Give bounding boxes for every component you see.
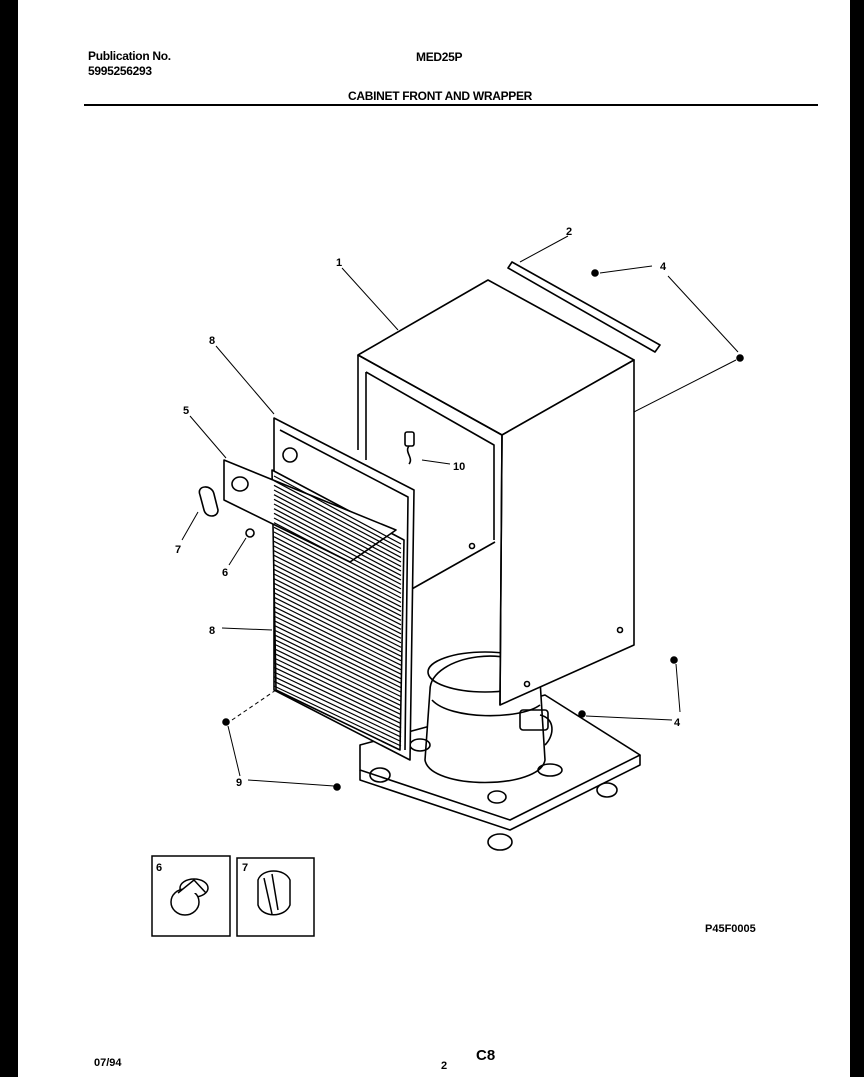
callout-10: 10 <box>453 461 465 473</box>
grille-slat <box>273 489 402 558</box>
grille-slat <box>273 601 402 666</box>
grille-slat <box>273 671 402 734</box>
grille-slat <box>273 638 402 702</box>
publication-label: Publication No. <box>88 49 171 63</box>
grille-slat <box>273 568 402 635</box>
grille-slat <box>273 554 402 621</box>
grille-slat <box>273 498 402 567</box>
grille-slat <box>273 545 402 612</box>
inset-part-6: 6 <box>151 855 231 937</box>
grille-slat <box>273 676 402 738</box>
grille-slat <box>273 629 402 693</box>
callout-4-top: 4 <box>660 261 667 273</box>
grille-slat <box>273 484 402 554</box>
callout-4-bottom: 4 <box>674 717 681 729</box>
grille-slat <box>273 494 402 563</box>
grille-slat <box>273 606 402 671</box>
callout-9: 9 <box>236 777 242 789</box>
inset-part-7: 7 <box>236 857 315 937</box>
grille-slat <box>273 652 402 716</box>
grille-slat <box>273 536 402 603</box>
grille-slat <box>273 657 402 720</box>
grille-slat <box>273 587 402 653</box>
grille-slat <box>273 517 402 585</box>
callout-6: 6 <box>222 567 228 579</box>
grille-slat <box>273 596 402 662</box>
grille-slat <box>273 526 402 594</box>
top-strip <box>507 261 661 353</box>
grille-slat <box>273 610 402 675</box>
grille-slat <box>273 550 402 617</box>
grille-slat <box>273 480 402 550</box>
grille-slat <box>273 615 402 680</box>
footer-date: 07/94 <box>94 1057 122 1069</box>
grille-slat <box>273 578 402 644</box>
grille-slat <box>273 508 402 576</box>
callout-8-mid: 8 <box>209 625 215 637</box>
grille-slat <box>273 475 402 545</box>
switch-10 <box>404 431 415 465</box>
section-title: CABINET FRONT AND WRAPPER <box>348 89 533 103</box>
grille-slat <box>273 643 402 707</box>
grille-slat <box>273 662 402 725</box>
diagram-code: P45F0005 <box>705 923 756 935</box>
grille-slat <box>273 559 402 626</box>
callout-7: 7 <box>175 544 181 556</box>
grille-slat <box>273 512 402 581</box>
leader-lines <box>181 235 739 787</box>
grille-slat <box>273 685 402 747</box>
inset-label-6: 6 <box>156 862 162 874</box>
footer-code: C8 <box>476 1047 495 1064</box>
header-rule <box>84 104 818 106</box>
publication-number: 5995256293 <box>88 64 152 78</box>
grille-slat <box>273 531 402 599</box>
grille-slat <box>273 680 402 743</box>
grille-slat <box>273 540 402 608</box>
callout-8-top: 8 <box>209 335 215 347</box>
grille-slat <box>273 592 402 657</box>
footer-page: 2 <box>441 1060 447 1072</box>
inset-label-7: 7 <box>242 862 248 874</box>
knob-7 <box>198 486 219 517</box>
grille-slat <box>273 582 402 648</box>
grille-slat <box>273 503 402 572</box>
grille-slat <box>273 620 402 684</box>
grille-slat <box>273 573 402 639</box>
screws <box>222 269 744 791</box>
grille-slat <box>273 522 402 590</box>
grille-slat <box>273 624 402 689</box>
model-number: MED25P <box>416 50 463 64</box>
button-6 <box>245 528 255 538</box>
callout-2: 2 <box>566 226 572 238</box>
grille-slat <box>273 634 402 698</box>
cabinet-wrapper <box>357 279 635 706</box>
grille-slat <box>273 564 402 630</box>
grille-slat <box>273 648 402 711</box>
callout-5: 5 <box>183 405 189 417</box>
callout-1: 1 <box>336 257 342 269</box>
grille-slats <box>273 475 402 747</box>
grille-slat <box>273 666 402 729</box>
